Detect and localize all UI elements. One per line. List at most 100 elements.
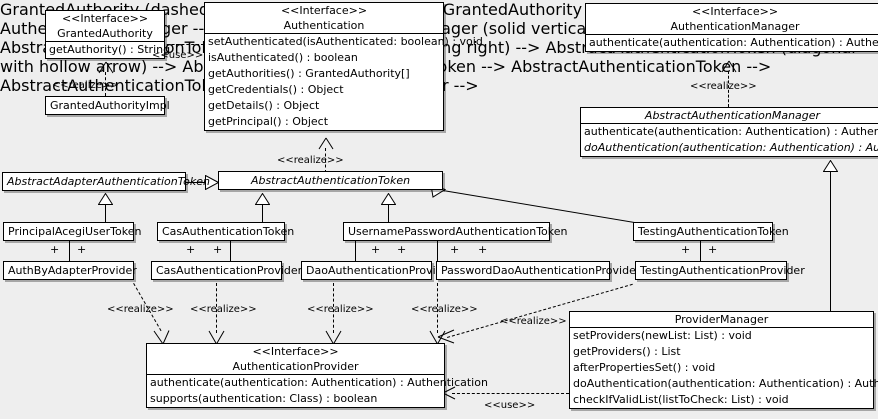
association-edge-principal-acegi-to-auth-by-adapter <box>69 241 70 261</box>
realize-label-abstract-authentication-manager: <<realize>> <box>690 81 757 92</box>
cas-authentication-token-name: CasAuthenticationToken <box>162 225 295 238</box>
provider-manager-name: ProviderManager <box>674 313 769 326</box>
class-box-password-dao-authentication-provider[interactable]: PasswordDaoAuthenticationProvider <box>436 261 641 280</box>
realize-arrowhead-dao-authentication-provider <box>325 330 342 345</box>
authentication-manager-name: AuthenticationManager <box>670 20 800 33</box>
operation-item: getAuthorities() : GrantedAuthority[] <box>208 67 410 80</box>
abstract-authentication-manager-divider <box>581 123 878 124</box>
realize-arrowhead-auth-by-adapter-provider <box>153 330 171 346</box>
class-box-auth-by-adapter-provider[interactable]: AuthByAdapterProvider <box>3 261 137 280</box>
abstract-authentication-manager-name: AbstractAuthenticationManager <box>644 109 821 122</box>
operation-item: afterPropertiesSet() : void <box>573 361 716 374</box>
use-label-provider-manager: <<use>> <box>484 400 536 411</box>
operation-item: checkIfValidList(listToCheck: List) : vo… <box>573 393 789 406</box>
class-box-authentication-manager[interactable]: <<Interface>> AuthenticationManager auth… <box>585 3 878 52</box>
realize-edge-cas-authentication-provider <box>216 283 217 333</box>
password-dao-authentication-provider-name: PasswordDaoAuthenticationProvider <box>441 264 641 277</box>
granted-authority-operations: getAuthority() : String <box>46 42 171 58</box>
granted-authority-name: GrantedAuthority <box>57 27 153 40</box>
authentication-provider-name: AuthenticationProvider <box>232 360 359 373</box>
class-box-dao-authentication-provider[interactable]: DaoAuthenticationProvider <box>301 261 454 280</box>
generalization-triangle-username-password-token <box>381 193 396 205</box>
granted-authority-impl-name: GrantedAuthorityImpl <box>50 99 170 112</box>
realize-edge-granted-authority-impl <box>105 72 106 96</box>
association-edge-upat-to-password-dao-provider <box>437 241 438 261</box>
provider-manager-divider <box>570 327 873 328</box>
class-box-granted-authority[interactable]: <<Interface>> GrantedAuthority getAuthor… <box>45 10 171 59</box>
realize-arrowhead-password-dao-authentication-provider <box>429 330 446 345</box>
authentication-stereotype: <<Interface>> <box>280 4 368 17</box>
class-box-authentication-provider[interactable]: <<Interface>> AuthenticationProvider aut… <box>146 343 488 408</box>
authentication-name: Authentication <box>283 19 365 32</box>
multiplicity-testing-token-right: + <box>708 243 718 256</box>
generalization-edge-adapter-token <box>186 182 214 183</box>
realize-edge-abstract-authentication-token <box>325 148 326 173</box>
association-edge-cas-token-to-cas-provider <box>230 241 231 261</box>
class-box-testing-authentication-provider[interactable]: TestingAuthenticationProvider <box>635 261 805 280</box>
operation-item: doAuthentication(authentication: Authent… <box>584 141 878 154</box>
operation-item: supports(authentication: Class) : boolea… <box>150 392 378 405</box>
multiplicity-upat-a: + <box>371 243 381 256</box>
operation-item: getDetails() : Object <box>208 99 320 112</box>
realize-label-granted-authority-impl: <<realize>> <box>52 80 119 91</box>
granted-authority-divider <box>46 41 164 42</box>
authentication-provider-divider <box>147 374 444 375</box>
authentication-divider <box>205 33 443 34</box>
realize-arrowhead-testing-authentication-provider <box>437 328 455 346</box>
class-box-provider-manager[interactable]: ProviderManager setProviders(newList: Li… <box>569 311 878 409</box>
class-box-abstract-authentication-manager[interactable]: AbstractAuthenticationManager authentica… <box>580 107 878 157</box>
use-arrowhead-authentication-provider <box>442 385 456 401</box>
realize-triangle-granted-authority <box>98 61 114 74</box>
class-box-granted-authority-impl[interactable]: GrantedAuthorityImpl <box>45 96 170 115</box>
realize-arrowhead-cas-authentication-provider <box>208 330 225 345</box>
abstract-adapter-authentication-token-name: AbstractAdapterAuthenticationToken <box>7 175 210 188</box>
class-box-authentication[interactable]: <<Interface>> Authentication setAuthenti… <box>204 2 483 131</box>
operation-item: getCredentials() : Object <box>208 83 344 96</box>
class-box-testing-authentication-token[interactable]: TestingAuthenticationToken <box>633 222 789 241</box>
use-edge-provider-manager <box>452 393 569 394</box>
generalization-edge-provider-manager <box>830 171 831 311</box>
class-box-username-password-authentication-token[interactable]: UsernamePasswordAuthenticationToken <box>343 222 568 241</box>
operation-item: getAuthority() : String <box>49 43 171 56</box>
class-box-abstract-adapter-authentication-token[interactable]: AbstractAdapterAuthenticationToken <box>2 172 210 191</box>
realize-triangle-authentication <box>318 137 334 150</box>
multiplicity-testing-token-left: + <box>681 243 691 256</box>
generalization-triangle-cas-token <box>255 193 270 205</box>
username-password-authentication-token-name: UsernamePasswordAuthenticationToken <box>348 225 568 238</box>
principal-acegi-user-token-name: PrincipalAcegiUserToken <box>8 225 142 238</box>
testing-authentication-token-name: TestingAuthenticationToken <box>638 225 789 238</box>
realize-label-cas-authentication-provider: <<realize>> <box>190 304 257 315</box>
use-edge-authentication-to-granted-authority <box>152 44 204 45</box>
generalization-edge-username-password-token <box>388 205 389 222</box>
class-box-abstract-authentication-token[interactable]: AbstractAuthenticationToken <box>218 171 443 190</box>
operation-item: isAuthenticated() : boolean <box>208 51 358 64</box>
granted-authority-stereotype: <<Interface>> <box>61 12 149 25</box>
class-box-cas-authentication-token[interactable]: CasAuthenticationToken <box>157 222 295 241</box>
operation-item: setAuthenticated(isAuthenticated: boolea… <box>208 35 483 48</box>
association-edge-upat-to-dao-provider <box>355 241 356 261</box>
operation-item: authenticate(authentication: Authenticat… <box>150 376 488 389</box>
dao-authentication-provider-name: DaoAuthenticationProvider <box>306 264 454 277</box>
abstract-authentication-token-name: AbstractAuthenticationToken <box>250 174 411 187</box>
operation-item: setProviders(newList: List) : void <box>573 329 752 342</box>
operation-item: authenticate(authentication: Authenticat… <box>589 36 878 49</box>
realize-triangle-authentication-manager <box>721 60 737 73</box>
class-box-cas-authentication-provider[interactable]: CasAuthenticationProvider <box>151 261 303 280</box>
authentication-provider-stereotype: <<Interface>> <box>252 345 339 358</box>
operation-item: getProviders() : List <box>573 345 681 358</box>
cas-authentication-provider-name: CasAuthenticationProvider <box>156 264 303 277</box>
operation-item: authenticate(authentication: Authenticat… <box>584 125 878 138</box>
multiplicity-upat-d: + <box>478 243 488 256</box>
authentication-operations: setAuthenticated(isAuthenticated: boolea… <box>205 34 483 130</box>
generalization-triangle-abstract-authentication-manager <box>823 160 838 172</box>
authentication-manager-divider <box>586 34 878 35</box>
generalization-triangle-abstract-authentication-token-left <box>205 175 219 190</box>
generalization-edge-cas-token <box>262 205 263 222</box>
authentication-manager-operations: authenticate(authentication: Authenticat… <box>586 35 878 51</box>
realize-label-testing-authentication-provider: <<realize>> <box>500 316 567 327</box>
operation-item: doAuthentication(authentication: Authent… <box>573 377 878 390</box>
generalization-triangle-adapter-token <box>98 193 113 205</box>
association-edge-testing-token-to-testing-provider <box>700 241 701 261</box>
realize-label-abstract-authentication-token: <<realize>> <box>277 155 344 166</box>
class-box-principal-acegi-user-token[interactable]: PrincipalAcegiUserToken <box>3 222 142 241</box>
